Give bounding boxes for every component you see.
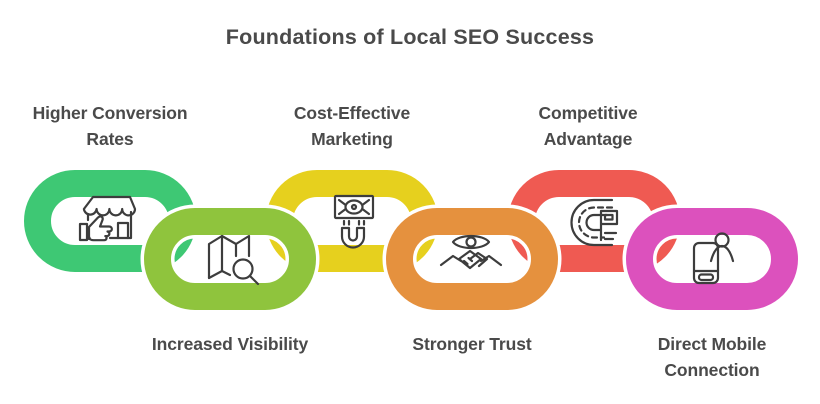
handshake-eye-icon <box>439 234 503 270</box>
label-direct-mobile-connection: Direct Mobile Connection <box>592 331 820 383</box>
mobile-user-icon <box>692 232 735 285</box>
chain-link-stronger-trust <box>386 208 558 310</box>
label-line: Marketing <box>311 129 393 149</box>
label-line: Cost-Effective <box>293 103 411 123</box>
chain-link-increased-visibility <box>144 208 316 310</box>
page-title: Foundations of Local SEO Success <box>225 25 595 49</box>
label-cost-effective-marketing: Cost-Effective Marketing <box>232 100 472 152</box>
race-track-icon <box>570 198 619 247</box>
map-magnifier-icon <box>207 234 260 286</box>
label-competitive-advantage: Competitive Advantage <box>468 100 708 152</box>
label-line: Competitive <box>538 103 638 123</box>
label-line: Connection <box>664 360 760 380</box>
label-line: Higher Conversion <box>32 103 188 123</box>
money-magnet-icon <box>333 194 375 249</box>
label-line: Advantage <box>543 129 633 149</box>
label-stronger-trust: Stronger Trust <box>352 331 592 357</box>
label-line: Rates <box>86 129 134 149</box>
storefront-thumbs-up-icon <box>78 195 137 242</box>
label-line: Stronger Trust <box>412 334 532 354</box>
chain-link-direct-mobile-connection <box>626 208 798 310</box>
label-line: Increased Visibility <box>151 334 309 354</box>
label-increased-visibility: Increased Visibility <box>110 331 350 357</box>
label-line: Direct Mobile <box>657 334 767 354</box>
label-higher-conversion-rates: Higher Conversion Rates <box>0 100 230 152</box>
